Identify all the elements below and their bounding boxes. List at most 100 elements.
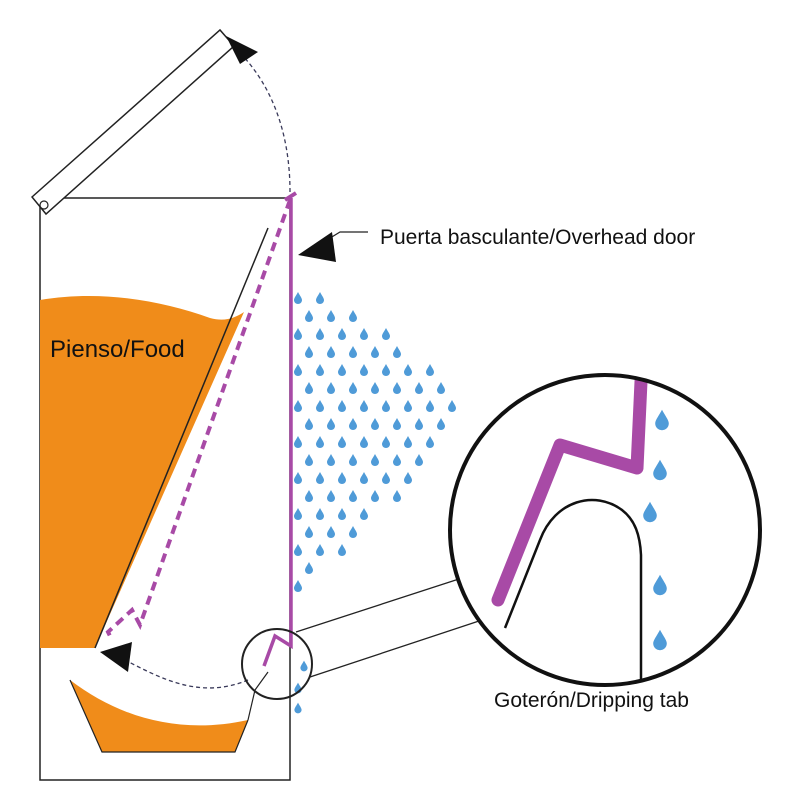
rain-drop <box>404 364 412 376</box>
rain-drop <box>294 472 302 484</box>
rain-drop <box>316 400 324 412</box>
rain-drop <box>382 400 390 412</box>
rain-drop <box>371 490 379 502</box>
rain-drop <box>426 364 434 376</box>
zoom-rain-drop <box>653 459 667 481</box>
rain-drop <box>305 418 313 430</box>
rain-drop <box>316 508 324 520</box>
rain-drop <box>338 472 346 484</box>
rain-drop <box>360 472 368 484</box>
rain-drop <box>338 436 346 448</box>
rain-drop <box>294 702 302 714</box>
rain-drop <box>393 454 401 466</box>
rain-drop <box>448 400 456 412</box>
rain-drop <box>371 418 379 430</box>
rain-drop <box>294 508 302 520</box>
lid-arc-arrowhead <box>226 36 258 64</box>
zoom-door-profile <box>491 375 649 607</box>
rain-drop <box>404 436 412 448</box>
lid-panel <box>30 28 236 216</box>
overhead-door-label: Puerta basculante/Overhead door <box>380 226 695 249</box>
rain-drop <box>294 292 302 304</box>
zoom-rain-drop <box>643 501 657 523</box>
rain-drop <box>382 364 390 376</box>
rain-drop <box>327 346 335 358</box>
rain-drop <box>393 490 401 502</box>
rain-drop <box>327 526 335 538</box>
zoom-circle-outline <box>448 373 762 687</box>
overhead-door-arrowhead <box>298 232 336 262</box>
door-open-position <box>105 199 292 641</box>
rain-drop <box>415 418 423 430</box>
door-arc-arrowhead <box>100 642 132 672</box>
rain-drop <box>360 364 368 376</box>
zoom-rain-drop <box>653 574 667 596</box>
zoom-circle-fill <box>450 375 760 685</box>
rain-drop <box>393 382 401 394</box>
rain-drop <box>349 382 357 394</box>
rain-drop <box>305 346 313 358</box>
lid-swing-arc <box>241 54 291 193</box>
rain-drop <box>294 580 302 592</box>
rain-drop <box>305 310 313 322</box>
rain-drop <box>349 418 357 430</box>
rain-drop <box>437 382 445 394</box>
rain-drop <box>316 292 324 304</box>
food-lower-area <box>70 680 248 752</box>
rain-drop <box>360 328 368 340</box>
hinged-lid <box>30 28 236 216</box>
rain-drop <box>305 382 313 394</box>
rain-drop <box>294 328 302 340</box>
rain-drop <box>316 328 324 340</box>
rain-drop <box>393 346 401 358</box>
rain-drop <box>327 454 335 466</box>
door-open-top <box>283 191 298 202</box>
rain-drop <box>305 454 313 466</box>
zoom-rain-drop <box>653 629 667 651</box>
rain-drop <box>338 364 346 376</box>
rain-drop <box>300 660 308 672</box>
zoom-rain-drop <box>655 409 669 431</box>
rain-drop <box>338 400 346 412</box>
zoom-rain-drops <box>643 409 669 651</box>
rain-drop <box>349 526 357 538</box>
rain-drop <box>327 382 335 394</box>
rain-drop <box>327 310 335 322</box>
rain-drop <box>382 436 390 448</box>
rain-drop <box>404 472 412 484</box>
connector-bottom <box>309 619 483 678</box>
rain-drop <box>305 490 313 502</box>
rain-drop <box>316 472 324 484</box>
rain-drop <box>338 508 346 520</box>
hopper-inner-slope <box>94 227 269 649</box>
rain-drop <box>305 526 313 538</box>
rain-drop <box>360 436 368 448</box>
rain-drop <box>327 418 335 430</box>
rain-drop <box>360 508 368 520</box>
rain-drop <box>426 400 434 412</box>
rain-drop <box>294 544 302 556</box>
food-label: Pienso/Food <box>50 336 185 363</box>
rain-drop <box>371 346 379 358</box>
lid-hinge <box>39 200 49 210</box>
rain-drop <box>338 328 346 340</box>
rain-drop <box>316 544 324 556</box>
detail-marker-circle <box>241 628 313 700</box>
rain-drop <box>371 382 379 394</box>
zoom-detail <box>448 373 762 687</box>
rain-drops <box>294 292 456 714</box>
rain-drop <box>349 346 357 358</box>
rain-drop <box>305 562 313 574</box>
rain-drop <box>349 454 357 466</box>
rain-drop <box>338 544 346 556</box>
rain-drop <box>437 418 445 430</box>
rain-drop <box>382 328 390 340</box>
connector-top <box>295 577 463 633</box>
rain-drop <box>349 310 357 322</box>
rain-drop <box>371 454 379 466</box>
door-swing-arc <box>124 659 249 689</box>
rain-drop <box>294 364 302 376</box>
rain-drop <box>316 364 324 376</box>
rain-drop <box>393 418 401 430</box>
